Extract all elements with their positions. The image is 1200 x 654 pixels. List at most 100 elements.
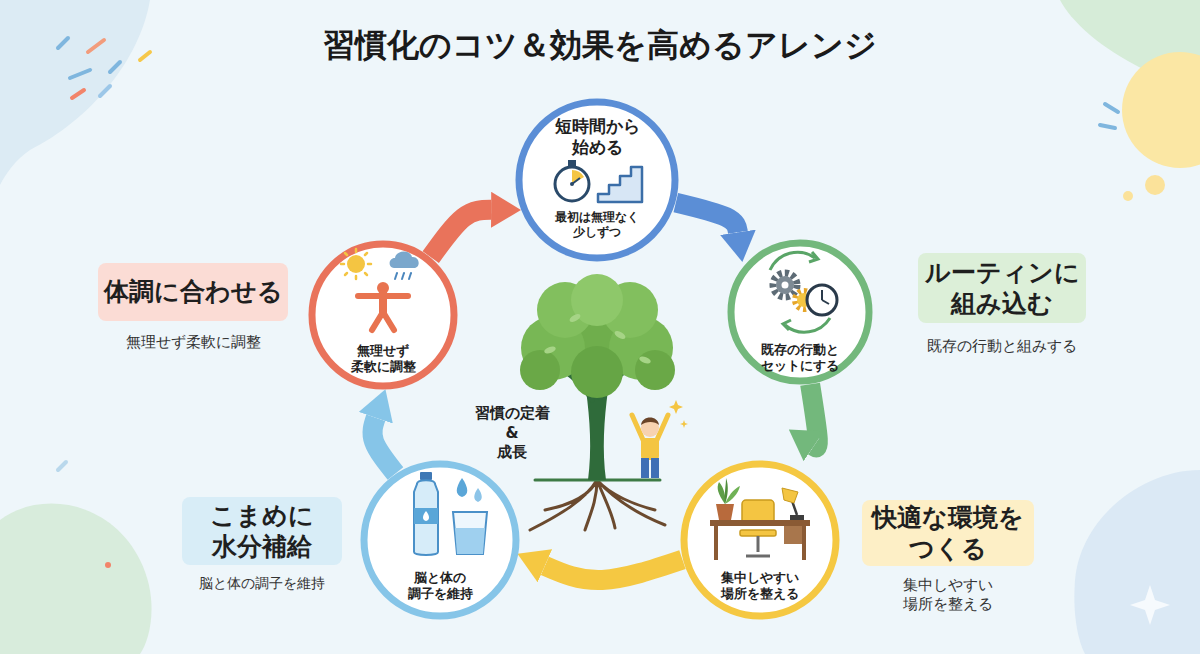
circle-text: 既存の行動と セットにする — [745, 342, 855, 375]
gear-clock-icon — [782, 282, 789, 289]
tree-illustration — [530, 480, 665, 530]
weather-person-icon — [358, 293, 408, 299]
weather-person-icon — [402, 273, 404, 279]
confetti — [58, 462, 66, 470]
desk-icon — [757, 536, 760, 552]
desk-icon — [725, 478, 728, 504]
gear-clock-icon — [770, 252, 837, 332]
desk-icon — [790, 495, 797, 515]
child-figure — [641, 458, 649, 478]
child-figure — [680, 420, 688, 428]
weather-person-icon — [347, 255, 365, 273]
desk-icon — [716, 504, 734, 520]
gear-clock-icon — [822, 300, 829, 304]
child-figure — [641, 438, 659, 460]
confetti — [105, 562, 111, 568]
desk-icon — [782, 488, 798, 503]
gear-clock-icon — [773, 273, 797, 297]
diagram-title: 習慣化のコツ＆効果を高めるアレンジ — [0, 24, 1200, 68]
tip-description: 集中しやすい 場所を整える — [883, 576, 1013, 614]
weather-person-icon — [341, 249, 371, 279]
desk-icon — [802, 526, 806, 560]
cycle-arrow — [810, 384, 818, 447]
gear-clock-icon — [821, 290, 823, 300]
tree-illustration — [635, 350, 675, 390]
circle-text: 短時間から 始める — [537, 116, 657, 159]
stopwatch-icon — [572, 170, 584, 184]
gear-clock-icon — [809, 252, 818, 262]
tree-illustration — [638, 355, 651, 365]
child-figure — [632, 400, 688, 478]
desk-icon — [784, 526, 802, 544]
desk-icon — [710, 478, 810, 560]
gear-clock-icon — [776, 276, 794, 294]
tip-circle: 脳と体の 調子を維持 — [360, 460, 520, 620]
weather-person-icon — [355, 249, 358, 252]
tip-heading: ルーティンに 組み込む — [919, 257, 1085, 320]
circle-text: 無理せず 柔軟に調整 — [333, 343, 433, 376]
tip-description: 無理せず柔軟に調整 — [93, 333, 293, 352]
circle-text: 集中しやすい 場所を整える — [705, 570, 815, 603]
confetti — [58, 38, 1118, 568]
tip-description: 既存の行動と組みする — [902, 337, 1102, 356]
desk-icon — [710, 520, 810, 526]
confetti — [1105, 104, 1118, 112]
gear-clock-icon — [797, 293, 811, 307]
tree-illustration — [520, 350, 560, 390]
corner-blob — [1130, 585, 1170, 625]
tree-illustration — [571, 346, 623, 398]
gear-clock-icon — [795, 291, 813, 309]
tip-circle: 無理せず 柔軟に調整 — [308, 240, 458, 390]
cycle-arrow — [431, 210, 491, 257]
tip-heading: 快適な環境を つくる — [863, 502, 1033, 565]
tree-illustration — [543, 345, 556, 355]
gear-clock-icon — [783, 320, 791, 330]
desk-icon — [725, 486, 740, 504]
weather-person-icon — [395, 273, 397, 279]
tree-illustration — [613, 329, 626, 340]
stopwatch-icon — [555, 167, 589, 201]
stopwatch-icon — [572, 178, 580, 184]
weather-person-icon — [345, 273, 347, 275]
weather-person-icon — [345, 253, 347, 255]
circle-outline — [364, 464, 516, 616]
child-figure — [651, 458, 659, 478]
tip-label-box: ルーティンに 組み込む既存の行動と組みする — [918, 253, 1086, 323]
weather-person-icon — [377, 282, 389, 294]
tip-label-box: こまめに 水分補給脳と体の調子を維持 — [182, 497, 342, 565]
tree-illustration — [568, 312, 581, 323]
water-icon — [453, 512, 487, 554]
corner-blob — [1074, 470, 1200, 654]
circle-outline — [312, 244, 454, 386]
tip-label-box: 快適な環境を つくる集中しやすい 場所を整える — [862, 500, 1034, 566]
circle-text: 最初は無理なく 少しずつ — [542, 210, 652, 240]
confetti — [1100, 125, 1115, 128]
confetti — [88, 40, 104, 52]
desk-icon — [718, 482, 726, 504]
stairs-icon — [598, 167, 642, 202]
weather-person-icon — [365, 273, 367, 275]
cycle-arrow — [545, 560, 683, 580]
confetti — [140, 52, 150, 60]
weather-person-icon — [372, 312, 394, 330]
weather-person-icon — [379, 294, 387, 314]
circle-text: 脳と体の 調子を維持 — [390, 570, 490, 603]
tip-heading: こまめに 水分補給 — [183, 500, 341, 563]
confetti — [72, 90, 84, 98]
confetti — [100, 86, 110, 96]
circle-outline — [519, 102, 675, 258]
tip-description: 脳と体の調子を維持 — [162, 575, 362, 593]
corner-blob — [1122, 52, 1200, 168]
weather-person-icon — [365, 253, 367, 255]
weather-person-icon — [368, 263, 371, 266]
corner-blob — [0, 504, 152, 654]
confetti — [110, 62, 120, 72]
tip-circle: 集中しやすい 場所を整える — [680, 460, 840, 620]
water-icon — [420, 472, 432, 480]
desk-icon — [742, 500, 774, 524]
water-icon — [423, 511, 429, 521]
